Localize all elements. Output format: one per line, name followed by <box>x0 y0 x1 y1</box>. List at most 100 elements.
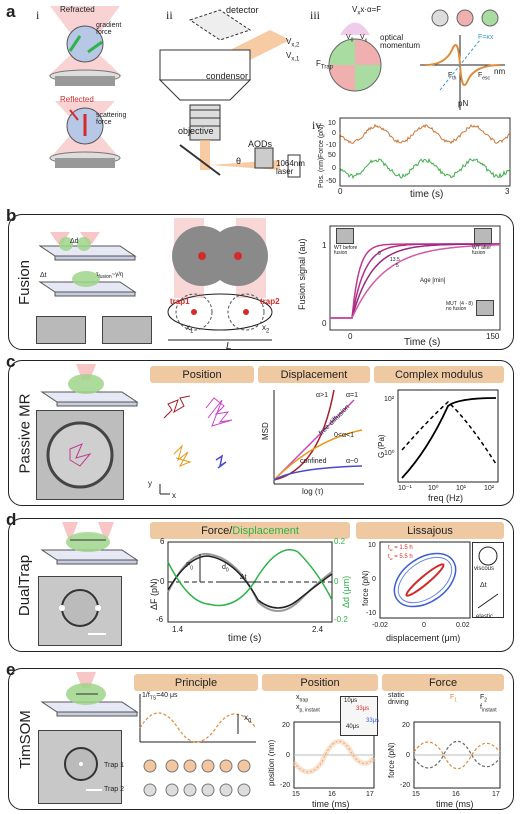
label-f-trap: FTrap <box>316 60 333 71</box>
dd-tick-mid: 0 <box>334 578 338 586</box>
dualtrap-title: DualTrap <box>10 518 40 652</box>
g-xtick-1: 10⁰ <box>428 485 439 492</box>
header-principle: Principle <box>134 674 258 691</box>
label-x2: x2 <box>262 324 269 335</box>
liss-ytick-mid: 0 <box>372 576 376 583</box>
force-xtick-17: 17 <box>492 791 500 798</box>
msd-xlabel: log (τ) <box>302 488 323 496</box>
pos-ytick-bottom: -20 <box>280 782 290 789</box>
label-confined: confined <box>300 458 326 465</box>
pos-xlabel: time (ms) <box>312 800 350 809</box>
xlabel-time-s: Time (s) <box>404 338 440 348</box>
d-xtick-1: 1.4 <box>172 626 183 634</box>
ylabel-delta-f: ΔF (pN) <box>150 578 159 610</box>
pos-tick-top: 50 <box>328 152 336 159</box>
fusion-schematic <box>40 232 140 302</box>
microscopy-before-fusion <box>36 316 86 344</box>
label-dt: Δt <box>240 574 247 581</box>
g-xtick-0: 10⁻¹ <box>398 485 412 492</box>
label-reflected: Reflected <box>60 96 94 104</box>
dualtrap-droplet <box>50 582 110 640</box>
label-vx1: Vx,1 <box>286 52 299 63</box>
fusion-ytick-1: 1 <box>322 242 326 250</box>
roman-iii: iii <box>310 8 320 23</box>
label-f-th: Fth <box>448 72 456 81</box>
inset-40us: 40μs <box>346 724 359 730</box>
label-viscous: viscous <box>474 566 494 572</box>
msd-ylabel: MSD <box>262 422 270 440</box>
force-ytick-bottom: -20 <box>400 782 410 789</box>
momentum-diagram <box>320 10 510 120</box>
label-v0: V0 <box>346 34 353 43</box>
pos-legend-instant: xp, instant <box>296 704 320 713</box>
liss-ytick-top: 10 <box>368 542 376 549</box>
mut-thumb <box>476 300 494 316</box>
label-vx-small: Vx <box>360 34 367 43</box>
ylabel-pos: Pos. (nm) <box>318 158 325 188</box>
microscope-schematic <box>150 10 310 180</box>
df-tick-top: 6 <box>160 538 164 546</box>
header-lissajous: Lissajous <box>356 522 504 539</box>
header-complex-modulus: Complex modulus <box>374 366 504 383</box>
label-theta: θ <box>236 157 241 166</box>
droplet-on-slide <box>42 364 142 414</box>
dd-tick-top: 0.2 <box>334 538 345 546</box>
label-wt-before: WT before fusion <box>334 246 357 256</box>
pos-legend-trap: xtrap <box>296 694 308 703</box>
timsom-droplet <box>56 740 106 796</box>
label-period: 1/fTS=40 μs <box>142 692 178 701</box>
axis-y: y <box>148 480 152 488</box>
label-elastic: elastic <box>476 614 493 620</box>
complex-modulus-plot <box>398 390 498 482</box>
label-optical-momentum: optical momentum <box>380 34 420 50</box>
d-xtick-2: 2.4 <box>312 626 323 634</box>
force-tick-mid: 0 <box>332 130 336 137</box>
liss-ylabel: force (pN) <box>362 570 370 606</box>
trajectories <box>154 388 254 498</box>
fusion-xtick-0: 0 <box>348 333 352 341</box>
ylabel-force: Force (pN) <box>318 125 325 158</box>
label-aods: AODs <box>248 140 272 149</box>
legend-tw1: tw = 1.5 h <box>388 545 413 552</box>
label-trap-1: Trap 1 <box>104 762 124 769</box>
wt-before-thumb <box>336 228 354 244</box>
legend-tw2: tw = 5.5 h <box>388 554 413 561</box>
d-xlabel: time (s) <box>228 634 261 644</box>
label-alpha-0: α~0 <box>346 458 358 465</box>
label-trap1: trap1 <box>170 298 190 306</box>
g-xtick-2: 10¹ <box>456 485 466 492</box>
timsom-title: TimSOM <box>10 668 40 810</box>
label-alpha-eq1: α=1 <box>346 392 358 399</box>
liss-xtick-0: -0.02 <box>372 622 388 629</box>
x-tick-3: 3 <box>505 188 509 196</box>
header-force-displacement: Force/Displacement <box>150 522 350 539</box>
legend-f2: F2 <box>480 694 487 703</box>
label-vx2: Vx,2 <box>286 38 299 49</box>
axis-x: x <box>172 492 176 500</box>
label-tau-fusion: τfusion~γ/η <box>96 272 123 280</box>
position-trace <box>340 159 510 178</box>
inset-10us: 10μs <box>344 698 357 704</box>
header-force: Force <box>382 674 504 691</box>
pos-ytick-mid: 0 <box>286 752 290 759</box>
droplet-ring <box>40 414 120 496</box>
label-age: Age [min] <box>420 278 445 284</box>
liss-xtick-1: 0 <box>422 622 426 629</box>
ylabel-delta-d: Δd (μm) <box>342 576 351 608</box>
label-delta-t-liss: Δt <box>480 582 487 589</box>
force-tick-bottom: -10 <box>326 142 336 149</box>
df-tick-bottom: -6 <box>156 616 163 624</box>
label-L: L <box>226 342 232 352</box>
g-ytick-top: 10² <box>384 396 394 403</box>
label-trap-2: Trap 2 <box>104 786 124 793</box>
label-static-driving: static driving <box>388 692 409 706</box>
label-f0: F0 <box>186 562 193 571</box>
label-laser: 1064nm laser <box>276 160 305 176</box>
label-scattering-force: scattering force <box>96 112 126 126</box>
header-displacement: Displacement <box>258 366 370 383</box>
label-x1: x1 <box>186 324 193 335</box>
force-xtick-15: 15 <box>412 791 420 798</box>
header-position-e: Position <box>262 674 378 691</box>
ylabel-fusion-signal: Fusion signal (au) <box>298 238 307 310</box>
inset-33us-1: 33μs <box>356 706 369 712</box>
